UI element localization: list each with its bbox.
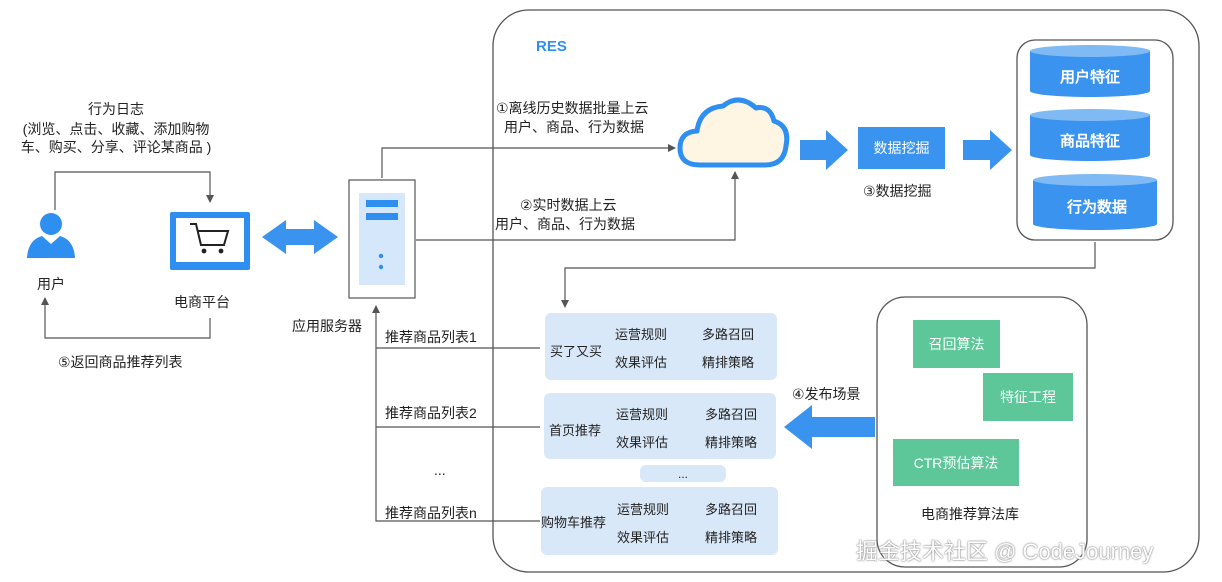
scene-item: 效果评估 — [615, 355, 668, 370]
scene-name: 首页推荐 — [549, 423, 602, 438]
offline-upload-line2: 用户、商品、行为数据 — [504, 119, 644, 135]
scene-card-cart: 购物车推荐 运营规则 多路召回 效果评估 精排策略 — [541, 487, 778, 555]
behavior-log-title: 行为日志 — [88, 101, 144, 117]
recommend-list-2: 推荐商品列表2 — [385, 405, 477, 421]
scene-item: 效果评估 — [616, 435, 669, 450]
scene-item: 精排策略 — [702, 355, 755, 370]
cloud-icon — [677, 97, 790, 168]
scene-item: 精排策略 — [705, 435, 758, 450]
scene-item: 多路召回 — [702, 327, 755, 342]
algorithm-recall: 召回算法 — [913, 320, 1000, 368]
realtime-upload-line2: 用户、商品、行为数据 — [495, 216, 635, 232]
scene-item: 运营规则 — [616, 407, 669, 422]
behavior-log-arrow — [54, 171, 214, 210]
scene-name: 买了又买 — [550, 344, 603, 359]
feature-cylinder-product — [1030, 109, 1150, 161]
watermark: 掘金技术社区 @ CodeJourney — [856, 539, 1154, 564]
ecommerce-platform-icon — [170, 212, 250, 270]
feature-label-user: 用户特征 — [1059, 68, 1120, 86]
realtime-upload-arrow — [416, 171, 739, 241]
return-list-arrow — [41, 297, 211, 339]
app-server-label: 应用服务器 — [292, 318, 362, 334]
list-return-line-n — [372, 305, 540, 522]
cloud-to-mining-arrow — [800, 130, 848, 170]
publish-scene-arrow — [784, 405, 875, 449]
algorithm-feature-engineering: 特征工程 — [983, 373, 1073, 421]
behavior-log-line1: (浏览、点击、收藏、添加购物 — [22, 121, 210, 137]
scene-item: 多路召回 — [705, 407, 758, 422]
feature-label-product: 商品特征 — [1059, 132, 1120, 150]
publish-scene-label: ④发布场景 — [792, 386, 861, 402]
res-label: RES — [536, 38, 567, 55]
scene-ellipsis: ... — [640, 465, 726, 482]
recommend-list-ellipsis: ... — [434, 462, 446, 478]
scene-card-buy-again: 买了又买 运营规则 多路召回 效果评估 精排策略 — [545, 313, 777, 380]
scene-item: 运营规则 — [615, 327, 668, 342]
scene-item: 多路召回 — [705, 502, 758, 517]
scene-item: 精排策略 — [705, 530, 758, 545]
scene-item: 效果评估 — [617, 530, 670, 545]
feature-label-behavior: 行为数据 — [1066, 198, 1127, 216]
data-mining-label: 数据挖掘 — [873, 140, 930, 156]
app-server-icon — [348, 179, 416, 299]
res-region — [492, 9, 1200, 573]
feature-cylinder-behavior — [1033, 174, 1157, 230]
feature-to-scene-arrow — [561, 242, 1096, 308]
algorithm-library-label: 电商推荐算法库 — [921, 506, 1019, 522]
platform-label: 电商平台 — [174, 294, 230, 310]
offline-upload-line1: ①离线历史数据批量上云 — [496, 100, 649, 116]
data-mining-box — [858, 127, 945, 169]
mining-to-features-arrow — [963, 130, 1012, 170]
scene-name: 购物车推荐 — [541, 515, 607, 530]
data-mining-caption: ③数据挖掘 — [863, 183, 932, 199]
behavior-log-line2: 车、购买、分享、评论某商品 ) — [20, 139, 212, 155]
scene-item: 运营规则 — [617, 502, 670, 517]
recommend-list-n: 推荐商品列表n — [385, 505, 477, 521]
algorithm-ctr: CTR预估算法 — [893, 439, 1019, 486]
user-icon — [27, 213, 75, 258]
recommend-list-1: 推荐商品列表1 — [385, 329, 477, 345]
feature-cylinder-user — [1030, 45, 1150, 97]
return-list-label: ⑤返回商品推荐列表 — [58, 354, 183, 370]
user-label: 用户 — [37, 276, 65, 292]
platform-server-double-arrow — [262, 220, 338, 254]
offline-upload-arrow — [381, 144, 676, 178]
scene-card-homepage: 首页推荐 运营规则 多路召回 效果评估 精排策略 — [544, 393, 776, 459]
realtime-upload-line1: ②实时数据上云 — [520, 197, 617, 213]
